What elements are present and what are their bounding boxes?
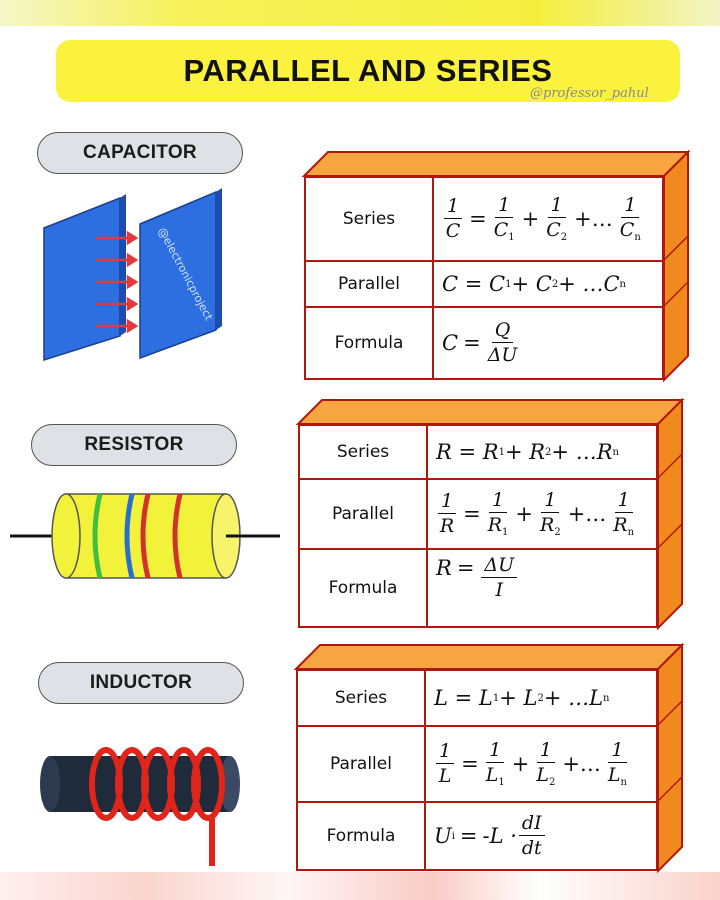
top-decor-strip xyxy=(0,0,720,26)
inductor-formula-label: Formula xyxy=(298,803,426,869)
title-banner: PARALLEL AND SERIES xyxy=(56,40,680,102)
author-watermark: @professor_pahul xyxy=(530,86,649,101)
inductor-parallel-label: Parallel xyxy=(298,727,426,803)
inductor-illustration xyxy=(40,747,240,866)
resistor-formula-label: Formula xyxy=(300,550,428,626)
resistor-box-3d xyxy=(295,397,685,631)
capacitor-formula-label: Formula xyxy=(306,308,434,378)
capacitor-parallel-label: Parallel xyxy=(306,262,434,308)
page-title: PARALLEL AND SERIES xyxy=(183,53,553,88)
inductor-series-label: Series xyxy=(298,671,426,727)
resistor-label: RESISTOR xyxy=(31,424,237,466)
bottom-decor-strip xyxy=(0,872,720,900)
resistor-series-label: Series xyxy=(300,426,428,480)
resistor-parallel-label: Parallel xyxy=(300,480,428,550)
capacitor-series-label: Series xyxy=(306,178,434,262)
inductor-label: INDUCTOR xyxy=(38,662,244,704)
capacitor-label: CAPACITOR xyxy=(37,132,243,174)
inductor-box-3d xyxy=(293,642,685,874)
capacitor-illustration: @electronicproject xyxy=(43,188,222,362)
resistor-illustration xyxy=(10,493,280,579)
